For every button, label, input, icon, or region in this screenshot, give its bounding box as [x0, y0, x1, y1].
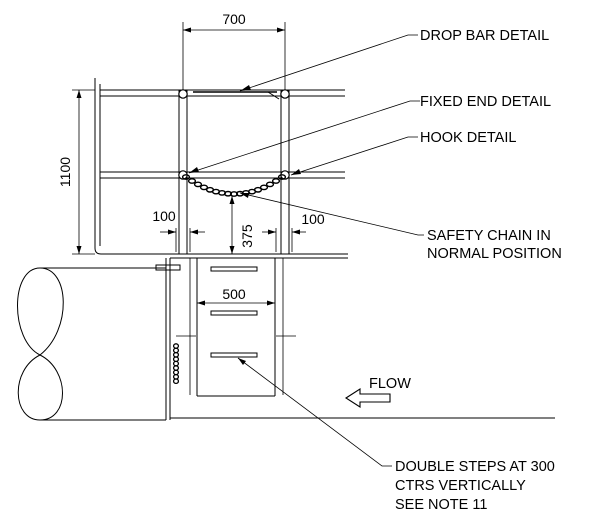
dimension-100-left-label: 100 — [152, 208, 176, 224]
chain-link — [193, 181, 203, 188]
flow-label: FLOW — [369, 376, 411, 392]
step-2 — [210, 310, 258, 316]
dimension-1100-label: 1100 — [57, 157, 73, 187]
chain-link — [277, 174, 287, 180]
chain-link — [181, 174, 191, 180]
chain-link — [265, 181, 275, 188]
pipe — [17, 267, 166, 421]
callout-steps-line1: DOUBLE STEPS AT 300 — [395, 459, 555, 475]
dimension-700: 700 — [182, 11, 286, 90]
stored-chain-link — [172, 347, 180, 354]
callout-safety-chain-line2: NORMAL POSITION — [427, 246, 562, 262]
rail-joints — [178, 89, 290, 180]
callout-hook: HOOK DETAIL — [420, 130, 516, 146]
dimension-1100: 1100 — [57, 89, 95, 255]
dimension-500-label: 500 — [222, 286, 246, 302]
stored-chain-link — [172, 343, 180, 349]
stored-chain — [172, 343, 180, 385]
chain-link — [229, 191, 239, 197]
manhole-shaft — [176, 258, 296, 397]
dimension-100-right: 100 — [262, 211, 325, 252]
stored-chain-link — [172, 369, 180, 376]
handrail — [94, 78, 345, 255]
dimension-500: 500 — [197, 286, 275, 306]
flow-arrow: FLOW — [344, 376, 411, 409]
step-1 — [210, 266, 258, 272]
chain-link — [271, 178, 281, 184]
chain-link — [223, 190, 233, 197]
stored-chain-link — [172, 365, 180, 371]
deck-slab — [155, 253, 348, 420]
stored-chain-link — [172, 378, 180, 385]
safety-chain — [181, 174, 287, 197]
chain-link — [187, 178, 197, 184]
stored-chain-link — [172, 351, 180, 358]
joint-top-left — [178, 89, 188, 99]
stored-chain-link — [172, 356, 180, 363]
callout-fixed-end: FIXED END DETAIL — [420, 94, 551, 110]
callout-steps-line3: SEE NOTE 11 — [395, 497, 487, 513]
callout-safety-chain-line1: SAFETY CHAIN IN — [427, 228, 551, 244]
step-3 — [210, 352, 258, 358]
dimension-700-label: 700 — [222, 11, 246, 27]
callout-drop-bar: DROP BAR DETAIL — [420, 28, 549, 44]
dimension-375: 375 — [229, 196, 255, 254]
stored-chain-link — [172, 373, 180, 380]
dimension-100-right-label: 100 — [301, 211, 325, 227]
dimension-100-left: 100 — [152, 208, 205, 252]
callout-leaders — [188, 34, 424, 467]
callout-steps-line2: CTRS VERTICALLY — [395, 478, 526, 494]
stored-chain-link — [172, 360, 180, 367]
joint-top-right — [280, 89, 290, 99]
chain-link — [259, 184, 269, 191]
dimension-375-label: 375 — [239, 224, 255, 248]
